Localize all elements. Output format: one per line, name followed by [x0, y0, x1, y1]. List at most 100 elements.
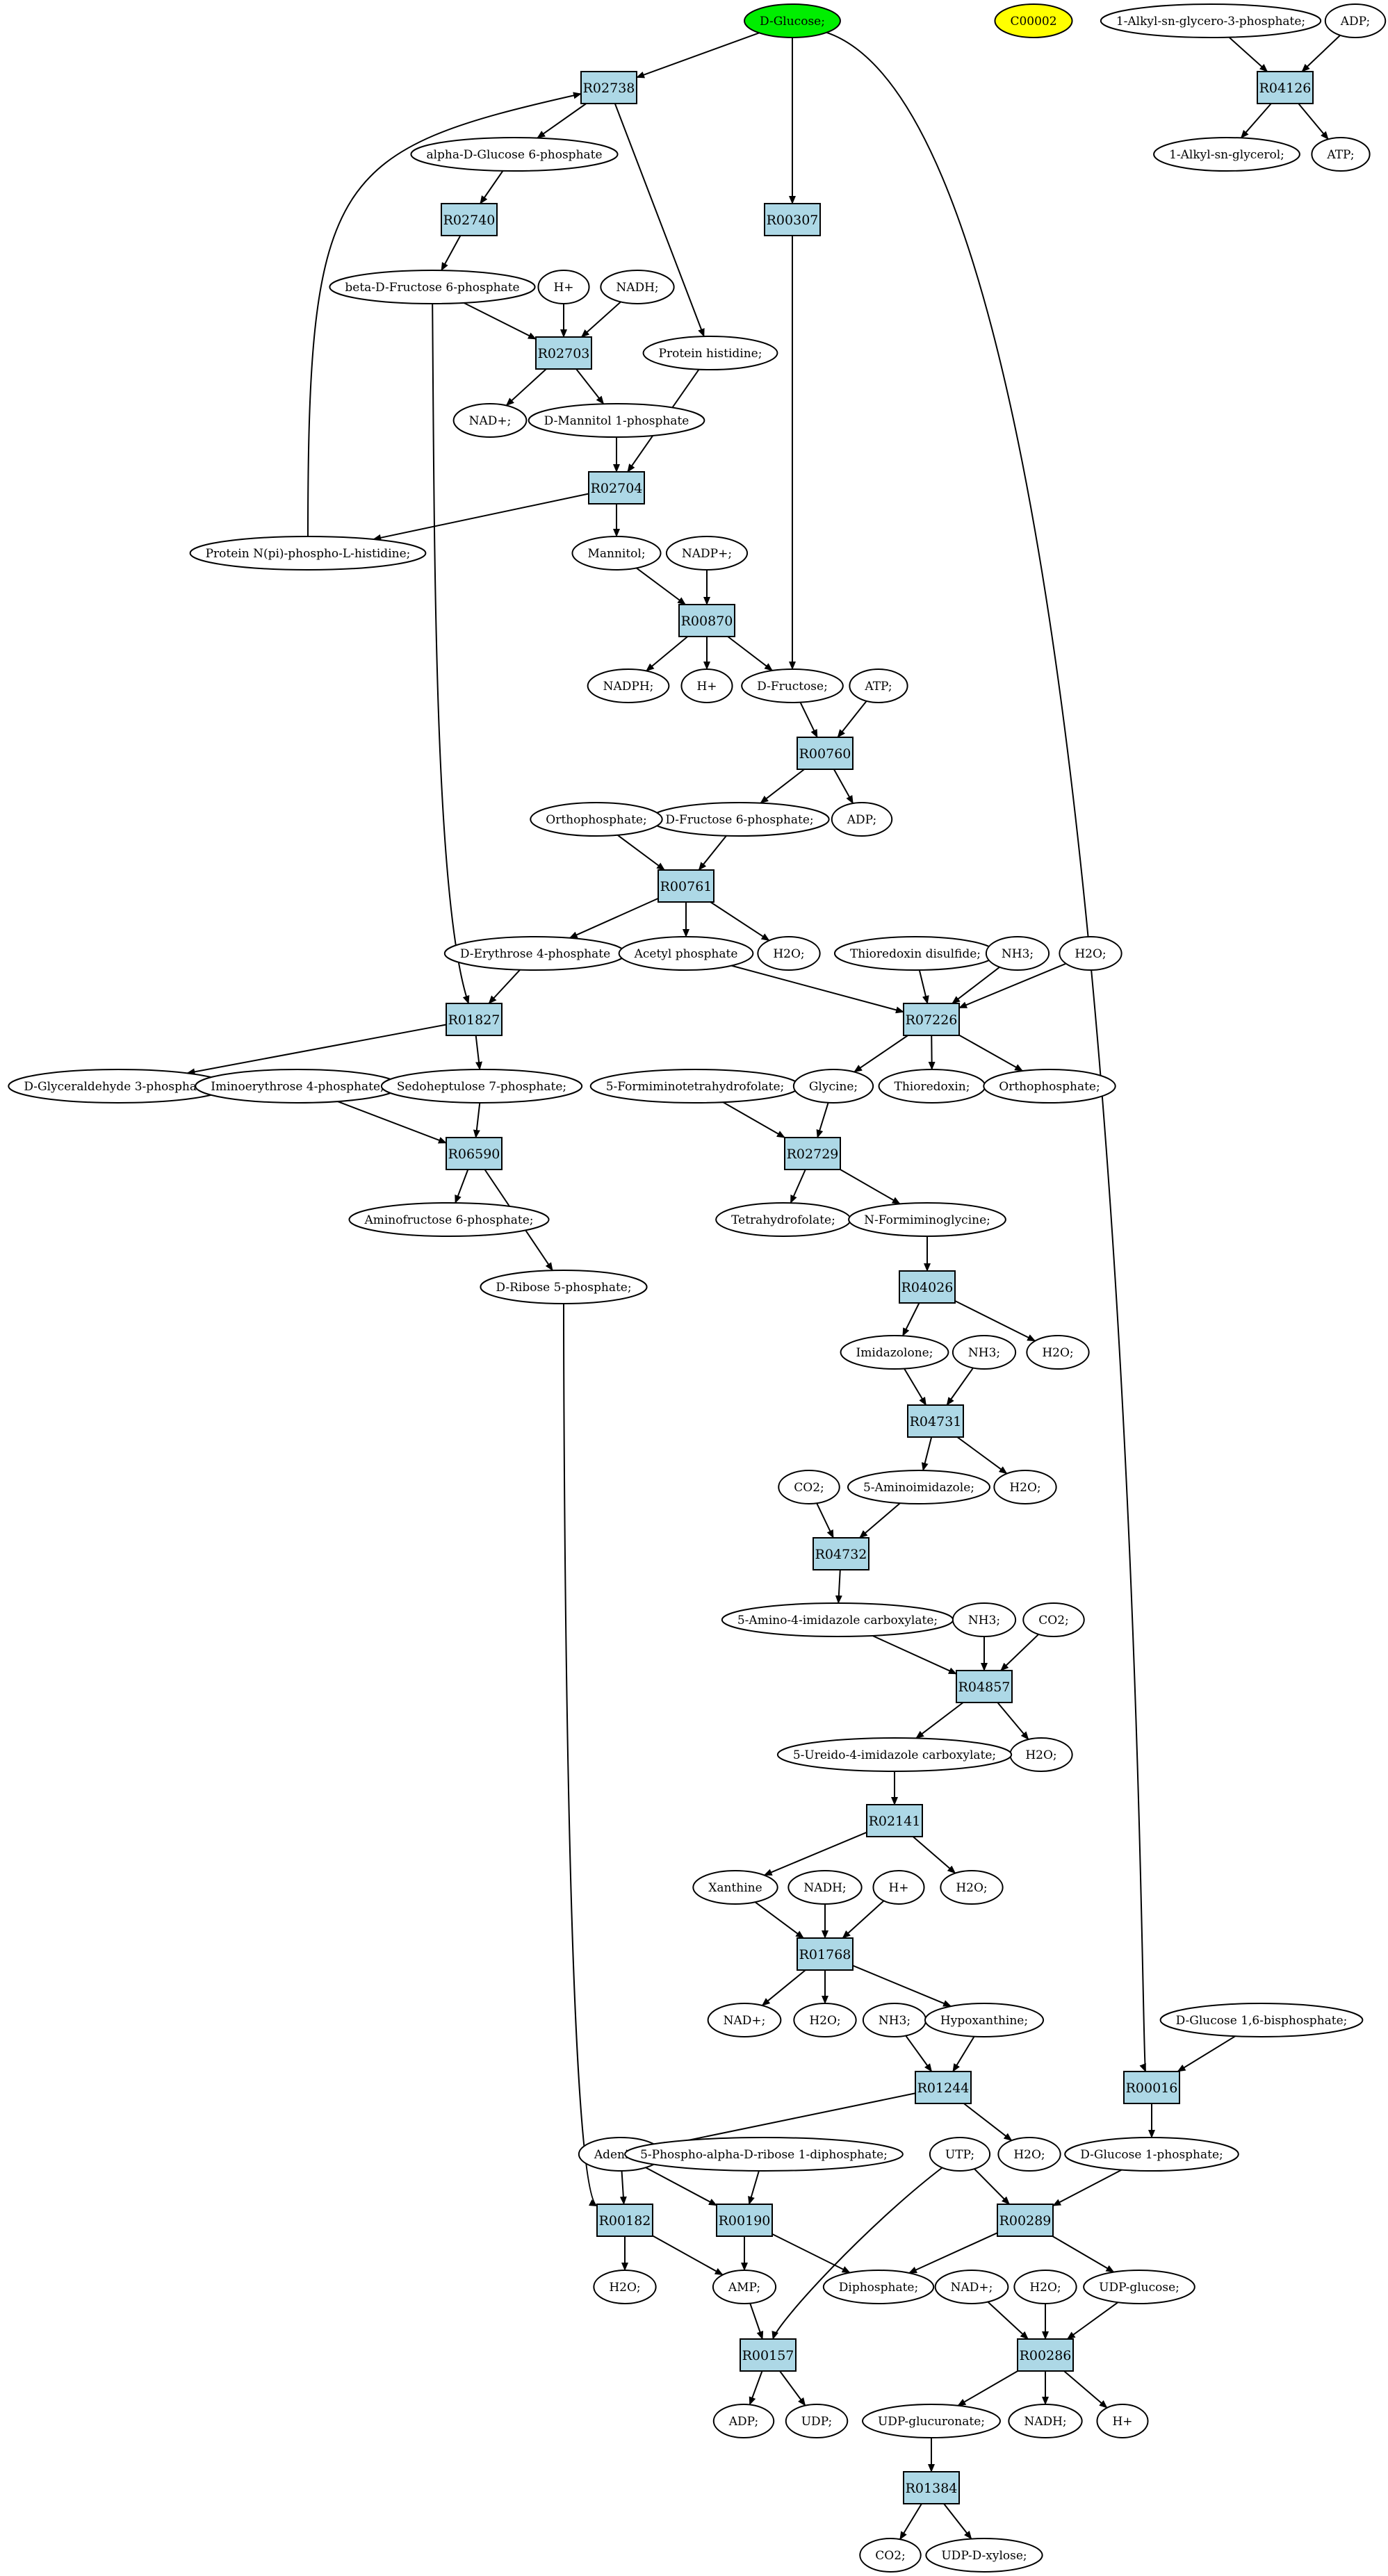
metabolite-node-nadplus3: NAD+;	[934, 2270, 1009, 2304]
reaction-node-R01244: R01244	[915, 2071, 972, 2104]
metabolite-label: alpha-D-Glucose 6-phosphate	[426, 148, 602, 162]
metabolite-label: Orthophosphate;	[999, 1080, 1100, 1094]
metabolite-node-aglc6p: alpha-D-Glucose 6-phosphate	[410, 137, 619, 172]
metabolite-ellipse	[778, 1470, 840, 1504]
reaction-label: R02703	[538, 346, 590, 361]
edge-R02703-to-dmannitol1p	[575, 368, 605, 405]
metabolite-node-h2o10: H2O;	[1013, 2270, 1077, 2304]
reaction-node-R01768: R01768	[797, 1937, 854, 1971]
edge-alkylglycero3p-to-R04126	[1228, 36, 1268, 72]
metabolite-label: H+	[696, 680, 717, 694]
metabolite-ellipse	[924, 2003, 1045, 2037]
metabolite-label: NADH;	[803, 1881, 846, 1895]
metabolite-label: CO2;	[1038, 1614, 1069, 1627]
metabolite-node-prothis: Protein histidine;	[642, 336, 778, 370]
metabolite-ellipse	[712, 2270, 777, 2304]
metabolite-node-udpglucuronate: UDP-glucuronate;	[861, 2404, 1002, 2438]
metabolite-label: H2O;	[1009, 1481, 1040, 1495]
metabolite-ellipse	[872, 1870, 925, 1905]
metabolite-node-bfru6p: beta-D-Fructose 6-phosphate	[329, 270, 536, 304]
reaction-box	[678, 604, 735, 637]
edge-R00761-to-h2o1	[710, 901, 770, 942]
metabolite-label: H2O;	[1042, 1346, 1073, 1360]
metabolite-ellipse	[618, 936, 754, 971]
reaction-node-R00190: R00190	[716, 2204, 773, 2237]
edge-R01244-to-h2o8	[963, 2103, 1013, 2142]
edge-amp-to-R00157	[749, 2303, 764, 2340]
metabolite-label: H+	[888, 1881, 908, 1895]
metabolite-ellipse	[861, 2404, 1002, 2438]
reaction-label: R00289	[999, 2213, 1052, 2229]
edge-R00761-to-erythrose4p	[569, 897, 659, 939]
reaction-box	[596, 2204, 653, 2237]
metabolite-node-dfructose: D-Fructose;	[741, 668, 844, 703]
metabolite-node-ureidocarb: 5-Ureido-4-imidazole carboxylate;	[776, 1737, 1013, 1772]
edge-utp-to-R00157	[771, 2167, 943, 2340]
edge-R02729-to-thf	[790, 1169, 806, 1204]
metabolite-node-h2o9: H2O;	[593, 2270, 657, 2304]
metabolite-ellipse	[642, 336, 778, 370]
metabolite-node-hplus3: H+	[872, 1870, 925, 1905]
edge-R01384-to-udpxylose	[943, 2503, 972, 2540]
metabolite-label: UDP;	[801, 2415, 833, 2429]
reaction-node-R02740: R02740	[441, 203, 498, 236]
metabolite-label: Protein histidine;	[659, 347, 762, 361]
metabolite-ellipse	[189, 536, 427, 571]
metabolite-label: Xanthine	[708, 1881, 762, 1895]
edge-R04126-to-alkylglycerol	[1240, 103, 1272, 139]
metabolite-node-co2_3: CO2;	[859, 2538, 922, 2573]
reaction-box	[797, 1937, 854, 1971]
reaction-box	[446, 1137, 503, 1170]
reaction-label: R04732	[815, 1547, 867, 1562]
reaction-node-R00157: R00157	[740, 2338, 797, 2372]
metabolite-ellipse	[1096, 2404, 1149, 2438]
metabolite-node-udpglucose: UDP-glucose;	[1083, 2270, 1195, 2304]
metabolite-ellipse	[1008, 2404, 1083, 2438]
metabolite-label: 1-Alkyl-sn-glycerol;	[1169, 148, 1284, 162]
edge-hypoxanthine-to-R01244	[952, 2036, 975, 2072]
metabolite-node-nadp1: NAD+;	[452, 403, 528, 438]
metabolite-label: 1-Alkyl-sn-glycero-3-phosphate;	[1116, 15, 1305, 28]
reaction-box	[956, 1670, 1013, 1703]
reaction-node-R04731: R04731	[907, 1404, 964, 1438]
metabolite-label: H+	[1112, 2415, 1132, 2429]
reaction-label: R02740	[443, 213, 496, 228]
metabolite-node-nadplus2: NAD+;	[707, 2003, 782, 2037]
reaction-label: R04126	[1259, 81, 1312, 96]
metabolite-label: Tetrahydrofolate;	[731, 1213, 835, 1227]
metabolite-node-atp_top: ATP;	[1311, 137, 1371, 172]
edge-R00157-to-udp	[779, 2370, 806, 2406]
edge-prpp-to-R00190	[748, 2170, 760, 2205]
metabolite-ellipse	[593, 2270, 657, 2304]
metabolite-node-dglucose: D-Glucose;	[744, 3, 841, 38]
metabolite-ellipse	[1026, 1335, 1090, 1370]
reaction-label: R00182	[599, 2213, 651, 2229]
metabolite-label: D-Glyceraldehyde 3-phosphate;	[24, 1080, 212, 1094]
reaction-label: R00870	[681, 614, 733, 629]
reaction-box	[784, 1137, 841, 1170]
edge-nadplus3-to-R00286	[987, 2301, 1029, 2340]
edge-R01827-to-dga3p	[186, 1024, 447, 1076]
edge-nh3_4-to-R01244	[905, 2035, 933, 2072]
edge-iminoerythrose4p-to-R06590	[337, 1101, 447, 1144]
metabolite-ellipse	[744, 3, 841, 38]
reaction-label: R02729	[787, 1147, 839, 1162]
metabolite-node-orthophos2: Orthophosphate;	[983, 1069, 1116, 1104]
edge-R04026-to-h2o3	[954, 1300, 1036, 1342]
edge-atp2-to-R00760	[837, 700, 867, 738]
edge-aglc6p-to-R02740	[480, 170, 504, 204]
edge-R04857-to-ureidocarb	[915, 1702, 964, 1739]
metabolite-ellipse	[994, 3, 1073, 38]
edge-orthophos1-to-R00761	[617, 834, 665, 871]
reaction-node-R07226: R07226	[903, 1003, 960, 1036]
metabolite-label: 5-Phospho-alpha-D-ribose 1-diphosphate;	[640, 2148, 888, 2162]
metabolite-label: H2O;	[1025, 1748, 1056, 1762]
metabolite-node-glycine: Glycine;	[792, 1069, 874, 1104]
edge-utp-to-R00289	[974, 2168, 1010, 2205]
metabolite-label: NADPH;	[603, 680, 654, 694]
metabolite-label: NH3;	[968, 1614, 1000, 1627]
metabolite-ellipse	[840, 1335, 949, 1370]
metabolite-ellipse	[792, 1069, 874, 1104]
metabolite-ellipse	[329, 270, 536, 304]
reaction-label: R00761	[660, 879, 712, 894]
